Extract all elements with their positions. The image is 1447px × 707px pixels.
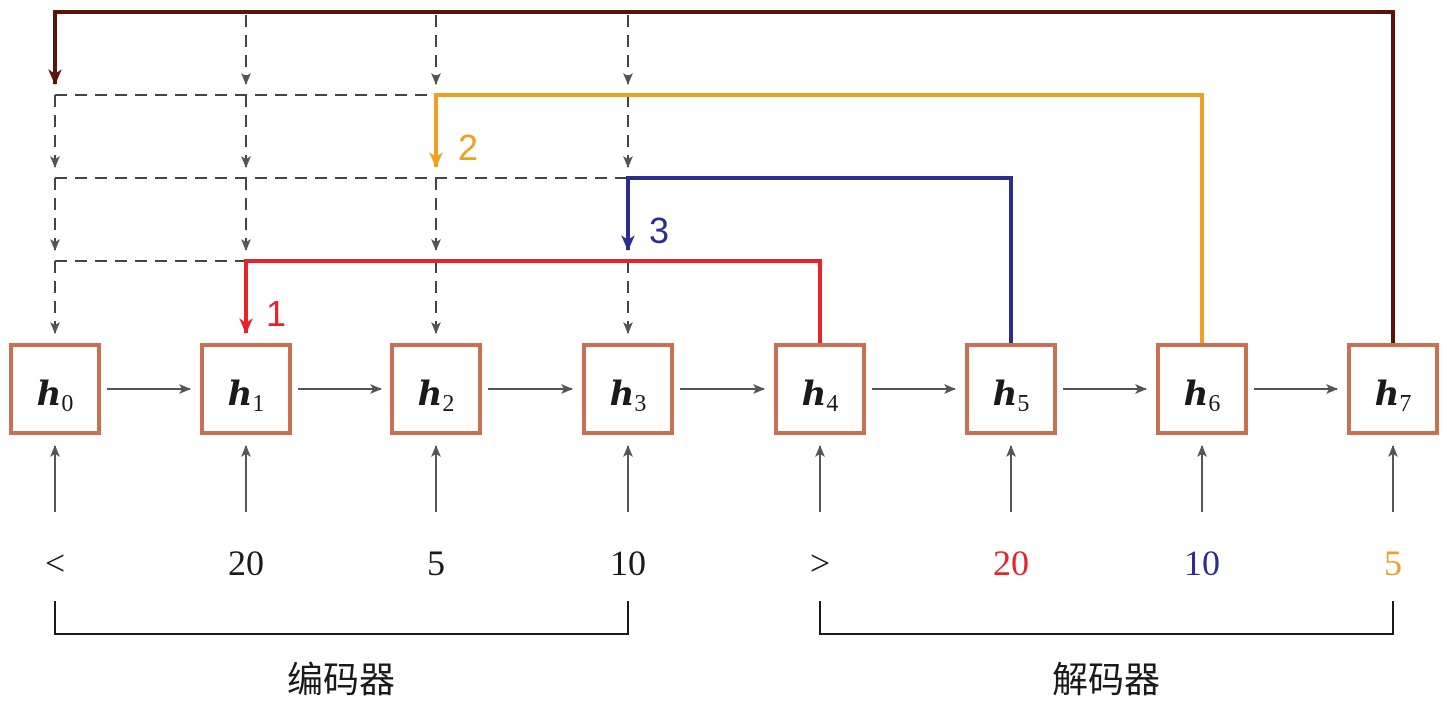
pointer-path-orange (429, 93, 1204, 343)
node-h0: h0 (9, 343, 101, 435)
node-h3: h3 (582, 343, 674, 435)
node-base: h (418, 374, 443, 414)
svg-text:h2: h2 (418, 374, 455, 417)
node-sub: 0 (61, 391, 73, 417)
encoder-bracket (54, 601, 629, 635)
node-sub: 2 (442, 391, 454, 417)
dashed-arrows (50, 15, 633, 334)
node-sub: 4 (826, 391, 838, 417)
svg-text:h6: h6 (1184, 374, 1221, 417)
token-1: 20 (228, 543, 264, 583)
pointer-label-2: 2 (458, 127, 478, 168)
node-h6: h6 (1156, 343, 1248, 435)
node-sub: 7 (1399, 391, 1411, 417)
pointer-path-blue (621, 176, 1013, 343)
svg-text:h5: h5 (993, 374, 1030, 417)
node-sub: 5 (1017, 391, 1029, 417)
input-arrows (50, 445, 1398, 512)
node-sub: 3 (634, 391, 646, 417)
pointer-path-brown (48, 10, 1395, 343)
pointer-label-1: 1 (266, 293, 286, 334)
token-2: 5 (427, 543, 445, 583)
node-base: h (1184, 374, 1209, 414)
node-h1: h1 (200, 343, 292, 435)
node-base: h (993, 374, 1018, 414)
token-3: 10 (610, 543, 646, 583)
svg-text:h3: h3 (610, 374, 647, 417)
token-7: 5 (1384, 543, 1402, 583)
svg-text:h0: h0 (37, 374, 74, 417)
node-h4: h4 (774, 343, 866, 435)
node-sub: 6 (1208, 391, 1220, 417)
encoder-label: 编码器 (287, 660, 395, 701)
node-base: h (802, 374, 827, 414)
pointer-path-red (239, 259, 822, 343)
svg-text:h7: h7 (1375, 374, 1412, 417)
token-4: > (810, 543, 830, 583)
dashed-guides (55, 94, 628, 262)
node-base: h (1375, 374, 1400, 414)
pointer-label-3: 3 (649, 210, 669, 251)
node-base: h (228, 374, 253, 414)
svg-text:h4: h4 (802, 374, 839, 417)
node-h7: h7 (1347, 343, 1439, 435)
token-6: 10 (1184, 543, 1220, 583)
node-h5: h5 (965, 343, 1057, 435)
decoder-bracket (819, 601, 1394, 635)
node-base: h (610, 374, 635, 414)
token-0: < (45, 543, 65, 583)
node-h2: h2 (390, 343, 482, 435)
node-base: h (37, 374, 62, 414)
svg-text:h1: h1 (228, 374, 265, 417)
decoder-label: 解码器 (1052, 660, 1160, 701)
node-sub: 1 (252, 391, 264, 417)
token-5: 20 (993, 543, 1029, 583)
